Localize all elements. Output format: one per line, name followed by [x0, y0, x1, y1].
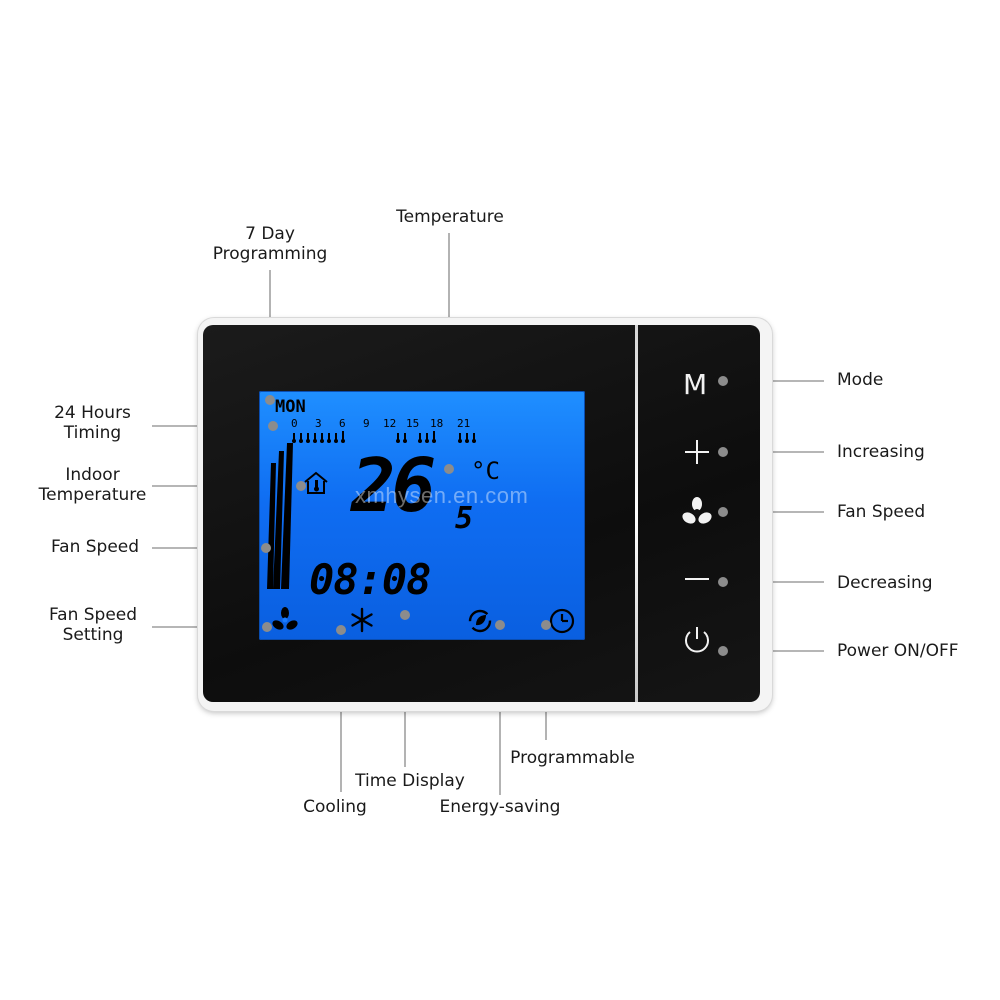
plus-icon — [685, 440, 709, 464]
house-thermometer-icon — [304, 471, 328, 494]
lcd-hour-tick: 15 — [406, 417, 420, 430]
panel-divider — [635, 325, 638, 702]
lcd-hour-tick: 21 — [457, 417, 471, 430]
label-line: 7 Day — [245, 224, 295, 244]
callout-dot — [265, 395, 275, 405]
lcd-screen: MON 0 3 6 9 12 15 18 21 — [259, 391, 585, 640]
leaf-cycle-icon — [468, 609, 492, 633]
label-mode: Mode — [837, 370, 884, 390]
fan-icon — [682, 497, 712, 524]
callout-dot — [444, 464, 454, 474]
callout-dot — [262, 622, 272, 632]
label-increasing: Increasing — [837, 442, 925, 462]
lcd-hour-tick: 6 — [339, 417, 346, 430]
lcd-temperature-decimal: 5 — [455, 501, 474, 536]
lcd-hour-tick: 18 — [430, 417, 444, 430]
label-line: Timing — [63, 423, 122, 443]
label-line: 24 Hours — [54, 403, 131, 423]
watermark: xmhysen.en.com — [355, 483, 529, 508]
fan-speed-button[interactable] — [677, 492, 717, 532]
power-icon — [685, 627, 709, 653]
label-line: Indoor — [65, 465, 120, 485]
lcd-hour-tick: 0 — [291, 417, 298, 430]
label-decreasing: Decreasing — [837, 573, 933, 593]
label-fan-speed-right: Fan Speed — [837, 502, 926, 522]
clock-icon — [549, 608, 575, 634]
lcd-time: 08:08 — [309, 555, 431, 604]
callout-dot — [400, 610, 410, 620]
label-energy-saving: Energy-saving — [439, 797, 561, 817]
label-fan-speed-left: Fan Speed — [50, 537, 140, 557]
callout-dot — [718, 376, 728, 386]
label-cooling: Cooling — [303, 797, 367, 817]
lcd-hour-ticks: 0 3 6 9 12 15 18 21 — [291, 417, 521, 433]
callout-dot — [718, 646, 728, 656]
lcd-day: MON — [275, 397, 306, 417]
label-indoor-temperature: Indoor Temperature — [30, 465, 155, 505]
callout-dot — [718, 507, 728, 517]
lcd-temperature-main: 26 — [351, 443, 436, 529]
callout-dot — [718, 577, 728, 587]
label-fan-speed-setting: Fan Speed Setting — [28, 605, 158, 645]
callout-dot — [296, 481, 306, 491]
lcd-hour-tick: 3 — [315, 417, 322, 430]
label-line: Temperature — [38, 485, 147, 505]
callout-dot — [718, 447, 728, 457]
minus-icon — [685, 578, 709, 580]
power-button[interactable] — [677, 620, 717, 660]
callout-dot — [541, 620, 551, 630]
label-line: Fan Speed — [48, 605, 138, 625]
callout-dot — [261, 543, 271, 553]
label-line: Setting — [62, 625, 124, 645]
label-24-hours-timing: 24 Hours Timing — [25, 403, 160, 443]
label-programmable: Programmable — [510, 748, 635, 768]
increase-button[interactable] — [677, 432, 717, 472]
lcd-hour-tick: 12 — [383, 417, 397, 430]
mode-button[interactable]: M — [683, 368, 708, 401]
callout-dot — [268, 421, 278, 431]
decrease-button[interactable] — [677, 559, 717, 599]
fan-icon — [272, 607, 298, 630]
lcd-hour-tick: 9 — [363, 417, 370, 430]
label-temperature: Temperature — [396, 207, 504, 227]
snowflake-icon — [351, 607, 373, 633]
label-time-display: Time Display — [355, 771, 465, 791]
callout-dot — [495, 620, 505, 630]
lcd-temperature-unit: °C — [471, 457, 500, 485]
lcd-timing-segments — [292, 431, 476, 443]
label-7-day-programming: 7 Day Programming — [195, 224, 345, 264]
label-power: Power ON/OFF — [837, 641, 959, 661]
lcd-fan-speed-bars — [267, 443, 293, 589]
label-line: Programming — [212, 244, 328, 264]
callout-dot — [336, 625, 346, 635]
